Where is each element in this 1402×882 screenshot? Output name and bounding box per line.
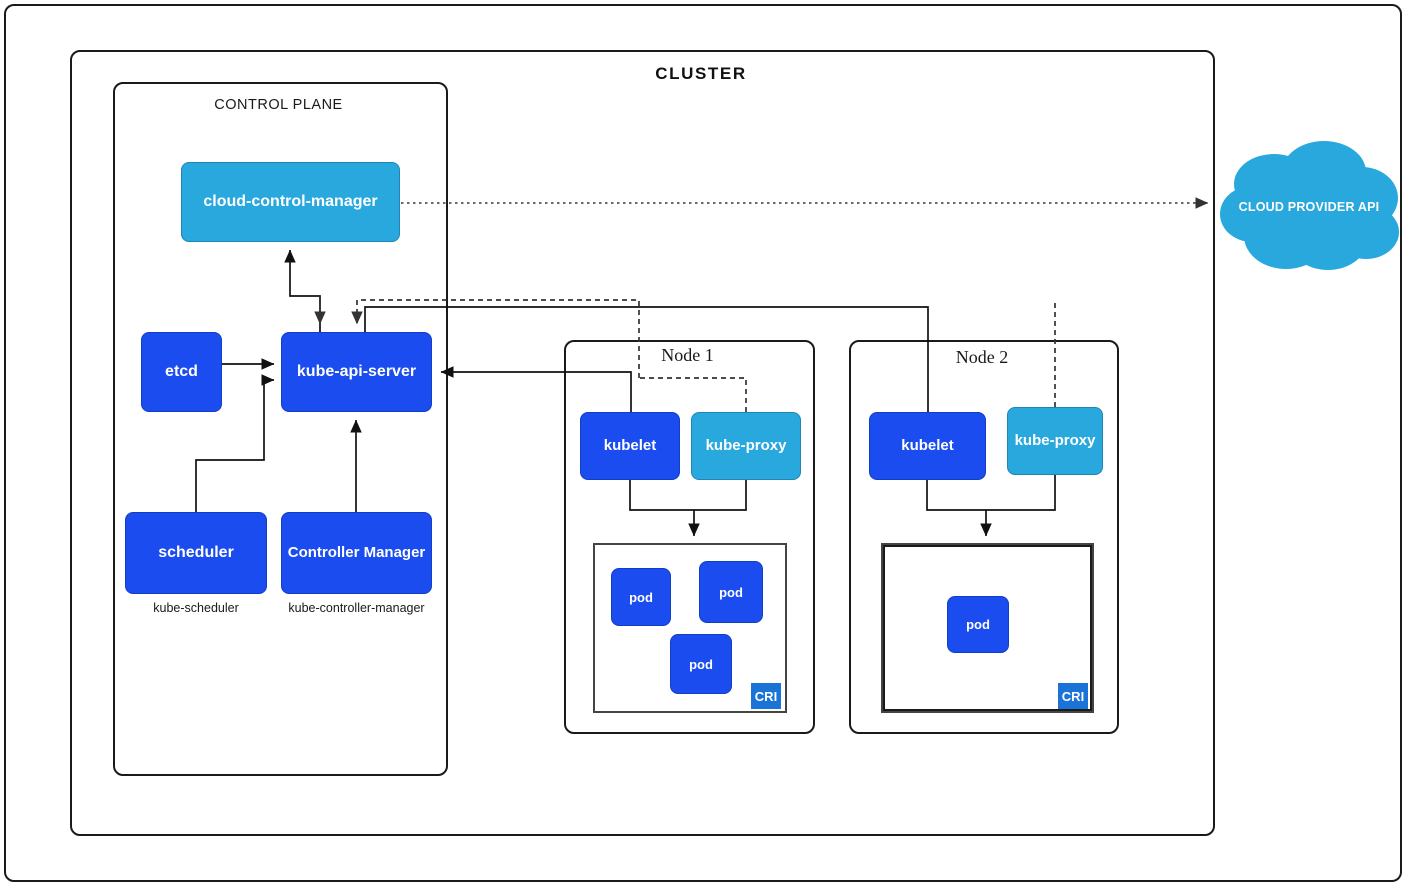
scheduler-caption: kube-scheduler: [153, 601, 239, 615]
node-2-boundary: [849, 340, 1119, 734]
page-frame: [4, 4, 1402, 882]
scheduler-box[interactable]: scheduler: [125, 512, 267, 594]
cloud-control-manager-box[interactable]: cloud-control-manager: [181, 162, 400, 242]
node-1-pod[interactable]: pod: [699, 561, 763, 623]
node-2-kubelet-box[interactable]: kubelet: [869, 412, 986, 480]
node-2-cri-badge: CRI: [1058, 683, 1088, 709]
pod-label: pod: [689, 656, 713, 672]
kube-api-server-box[interactable]: kube-api-server: [281, 332, 432, 412]
etcd-box[interactable]: etcd: [141, 332, 222, 412]
controller-manager-label: Controller Manager: [287, 544, 426, 562]
node-1-kube-proxy-label: kube-proxy: [705, 437, 787, 455]
cloud-provider-api-label: CLOUD PROVIDER API: [1238, 200, 1380, 214]
node-2-kube-proxy-box[interactable]: kube-proxy: [1007, 407, 1103, 475]
node-2-kube-proxy-label: kube-proxy: [1014, 432, 1096, 450]
cloud-provider-api-shape[interactable]: CLOUD PROVIDER API: [1216, 132, 1402, 282]
node-2-kubelet-label: kubelet: [901, 437, 954, 455]
scheduler-label: scheduler: [158, 543, 234, 561]
node-2-container-runtime-inner: [883, 545, 1092, 711]
controller-manager-box[interactable]: Controller Manager: [281, 512, 432, 594]
pod-label: pod: [629, 589, 653, 605]
pod-label: pod: [719, 584, 743, 600]
node-1-cri-badge: CRI: [751, 683, 781, 709]
cluster-title: CLUSTER: [655, 64, 747, 83]
node-1-kubelet-box[interactable]: kubelet: [580, 412, 680, 480]
node-1-pod[interactable]: pod: [611, 568, 671, 626]
cloud-control-manager-label: cloud-control-manager: [203, 192, 378, 210]
control-plane-title: CONTROL PLANE: [214, 97, 343, 113]
pod-label: pod: [966, 617, 990, 632]
node-1-kube-proxy-box[interactable]: kube-proxy: [691, 412, 801, 480]
node-2-pod[interactable]: pod: [947, 596, 1009, 653]
control-plane-boundary: [113, 82, 448, 776]
node-2-title: Node 2: [955, 347, 1009, 367]
controller-manager-caption: kube-controller-manager: [288, 601, 425, 615]
node-1-title: Node 1: [661, 345, 714, 365]
node-1-kubelet-label: kubelet: [603, 437, 657, 455]
cloud-icon: [1220, 141, 1399, 270]
kube-api-server-label: kube-api-server: [296, 362, 417, 380]
cluster-boundary: [70, 50, 1215, 836]
etcd-label: etcd: [165, 362, 198, 380]
node-1-pod[interactable]: pod: [670, 634, 732, 694]
